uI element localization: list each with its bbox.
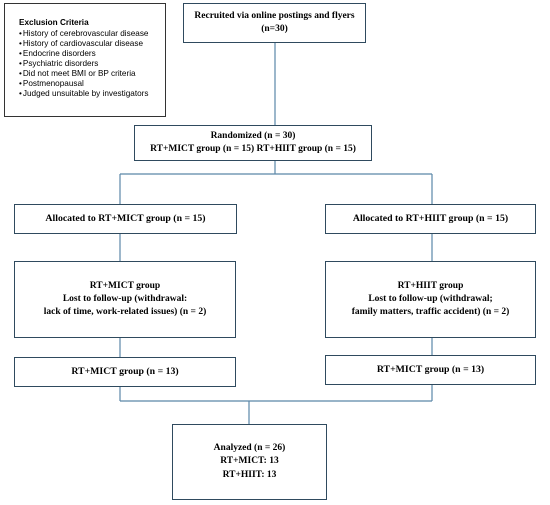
followup-mict-lost: Lost to follow-up (withdrawal: (62, 293, 188, 304)
followup-mict-group: RT+MICT group (89, 280, 161, 291)
followup-mict-box: RT+MICT group Lost to follow-up (withdra… (14, 261, 236, 338)
exclusion-item: History of cerebrovascular disease (19, 29, 149, 39)
final-hiit-box: RT+MICT group (n = 13) (325, 355, 536, 385)
analysis-box: Analyzed (n = 26) RT+MICT: 13 RT+HIIT: 1… (172, 424, 327, 500)
exclusion-list: History of cerebrovascular disease Histo… (19, 29, 149, 99)
allocation-mict-label: Allocated to RT+MICT group (n = 15) (45, 213, 206, 225)
exclusion-title: Exclusion Criteria (19, 18, 89, 27)
final-hiit-label: RT+MICT group (n = 13) (376, 364, 485, 376)
exclusion-item: Judged unsuitable by investigators (19, 89, 149, 99)
recruitment-count: (n=30) (261, 24, 288, 34)
exclusion-criteria-box: Exclusion Criteria History of cerebrovas… (4, 3, 166, 117)
exclusion-item: History of cardiovascular disease (19, 39, 149, 49)
followup-hiit-group: RT+HIIT group (397, 280, 464, 291)
followup-hiit-box: RT+HIIT group Lost to follow-up (withdra… (325, 261, 536, 338)
analysis-total: Analyzed (n = 26) (213, 443, 286, 454)
analysis-mict: RT+MICT: 13 (220, 456, 279, 467)
recruitment-box: Recruited via online postings and flyers… (183, 3, 366, 43)
allocation-hiit-box: Allocated to RT+HIIT group (n = 15) (325, 204, 536, 234)
randomization-groups: RT+MICT group (n = 15) RT+HIIT group (n … (150, 144, 356, 154)
recruitment-label: Recruited via online postings and flyers (194, 10, 355, 21)
final-mict-label: RT+MICT group (n = 13) (71, 366, 179, 378)
followup-hiit-lost: Lost to follow-up (withdrawal; (368, 293, 493, 304)
followup-hiit-reason: family matters, traffic accident) (n = 2… (351, 307, 510, 318)
exclusion-item: Postmenopausal (19, 79, 149, 89)
allocation-mict-box: Allocated to RT+MICT group (n = 15) (14, 204, 237, 234)
followup-mict-reason: lack of time, work-related issues) (n = … (43, 307, 207, 318)
allocation-hiit-label: Allocated to RT+HIIT group (n = 15) (352, 213, 509, 225)
exclusion-item: Did not meet BMI or BP criteria (19, 69, 149, 79)
exclusion-item: Endocrine disorders (19, 49, 149, 59)
final-mict-box: RT+MICT group (n = 13) (14, 357, 236, 387)
randomization-box: Randomized (n = 30) RT+MICT group (n = 1… (134, 125, 372, 161)
exclusion-item: Psychiatric disorders (19, 59, 149, 69)
randomization-label: Randomized (n = 30) (210, 130, 296, 141)
analysis-hiit: RT+HIIT: 13 (222, 469, 277, 480)
